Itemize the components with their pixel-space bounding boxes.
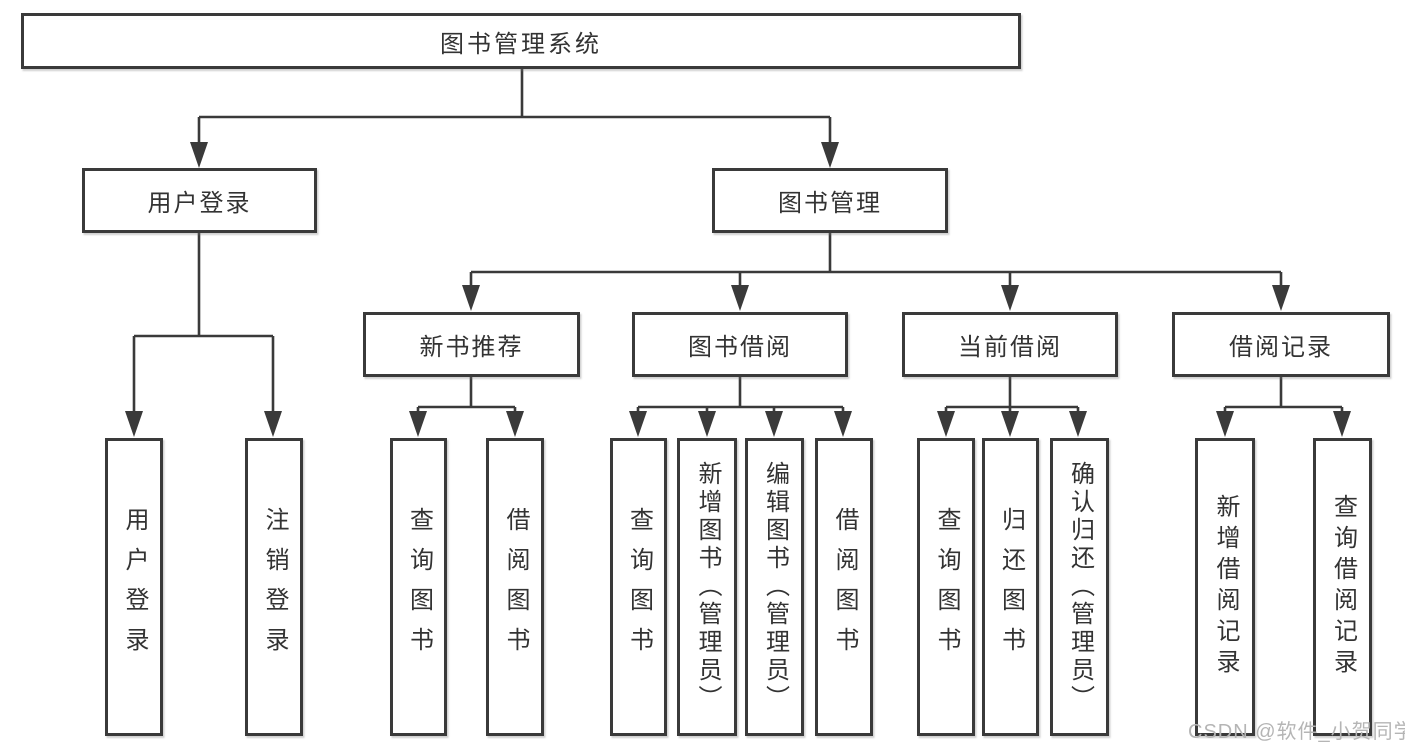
arrowhead-icon (629, 411, 647, 437)
edge-new-book-children (416, 377, 517, 414)
node-root-library-system: 图书管理系统 (21, 13, 1021, 69)
node-label: 图书管理系统 (440, 30, 602, 58)
arrowhead-icon (125, 411, 143, 437)
leaf-logout: 注销登录 (245, 438, 303, 736)
arrowhead-icon (264, 411, 282, 437)
arrowhead-icon (937, 411, 955, 437)
arrowhead-icon (190, 142, 208, 168)
node-label: 用户登录 (147, 190, 252, 217)
edge-current-borrow-children (944, 377, 1080, 414)
leaf-label: 注销登录 (261, 507, 288, 667)
leaf-label: 确认归还（管理员） (1066, 461, 1094, 713)
leaf-label: 借阅图书 (502, 507, 529, 667)
leaf-user-login: 用户登录 (105, 438, 163, 736)
leaf-edit-book-admin: 编辑图书（管理员） (745, 438, 804, 736)
leaf-label: 归还图书 (997, 507, 1025, 667)
node-label: 图书借阅 (688, 334, 792, 361)
node-user-login: 用户登录 (82, 168, 317, 233)
arrowhead-icon (1001, 285, 1019, 311)
arrowhead-icon (462, 285, 480, 311)
leaf-label: 查询图书 (933, 507, 960, 667)
arrowhead-icon (1069, 411, 1087, 437)
arrowhead-icon (1216, 411, 1234, 437)
node-label: 新书推荐 (419, 334, 524, 361)
node-label: 图书管理 (778, 190, 882, 217)
node-book-management: 图书管理 (712, 168, 948, 233)
arrowhead-icon (731, 285, 749, 311)
csdn-watermark: CSDN @软件_小贺同学 (1188, 721, 1405, 743)
leaf-label: 查询借阅记录 (1329, 494, 1357, 680)
leaf-query-books-borrow: 查询图书 (610, 438, 667, 736)
edge-root-to-level2 (197, 68, 832, 145)
node-borrow-records: 借阅记录 (1172, 312, 1390, 377)
arrowhead-icon (765, 411, 783, 437)
arrowhead-icon (698, 411, 716, 437)
leaf-label: 用户登录 (121, 507, 148, 667)
leaf-label: 查询图书 (625, 507, 653, 667)
node-book-borrow: 图书借阅 (632, 312, 848, 377)
arrowhead-icon (821, 142, 839, 168)
edge-book-borrow-children (636, 377, 845, 414)
arrowhead-icon (1272, 285, 1290, 311)
leaf-label: 新增借阅记录 (1212, 494, 1239, 680)
arrowhead-icon (409, 411, 427, 437)
edge-book-management-children (469, 233, 1283, 289)
leaf-label: 新增图书（管理员） (694, 461, 721, 713)
leaf-label: 查询图书 (405, 507, 433, 667)
arrowhead-icon (1333, 411, 1351, 437)
leaf-query-books-recommend: 查询图书 (390, 438, 447, 736)
node-label: 借阅记录 (1229, 334, 1333, 361)
leaf-return-book: 归还图书 (982, 438, 1039, 736)
leaf-label: 借阅图书 (831, 507, 858, 667)
leaf-add-book-admin: 新增图书（管理员） (677, 438, 737, 736)
leaf-query-books-current: 查询图书 (917, 438, 975, 736)
leaf-borrow-books-recommend: 借阅图书 (486, 438, 544, 736)
edge-borrow-records-children (1223, 377, 1344, 414)
leaf-borrow-book: 借阅图书 (815, 438, 873, 736)
arrowhead-icon (506, 411, 524, 437)
node-current-borrow: 当前借阅 (902, 312, 1118, 377)
leaf-query-borrow-record: 查询借阅记录 (1313, 438, 1372, 736)
edge-user-login-children (132, 233, 275, 414)
leaf-add-borrow-record: 新增借阅记录 (1195, 438, 1255, 736)
leaf-label: 编辑图书（管理员） (761, 461, 789, 713)
node-label: 当前借阅 (958, 334, 1062, 361)
node-new-book-recommend: 新书推荐 (363, 312, 580, 377)
arrowhead-icon (1001, 411, 1019, 437)
arrowhead-icon (834, 411, 852, 437)
leaf-confirm-return-admin: 确认归还（管理员） (1050, 438, 1109, 736)
